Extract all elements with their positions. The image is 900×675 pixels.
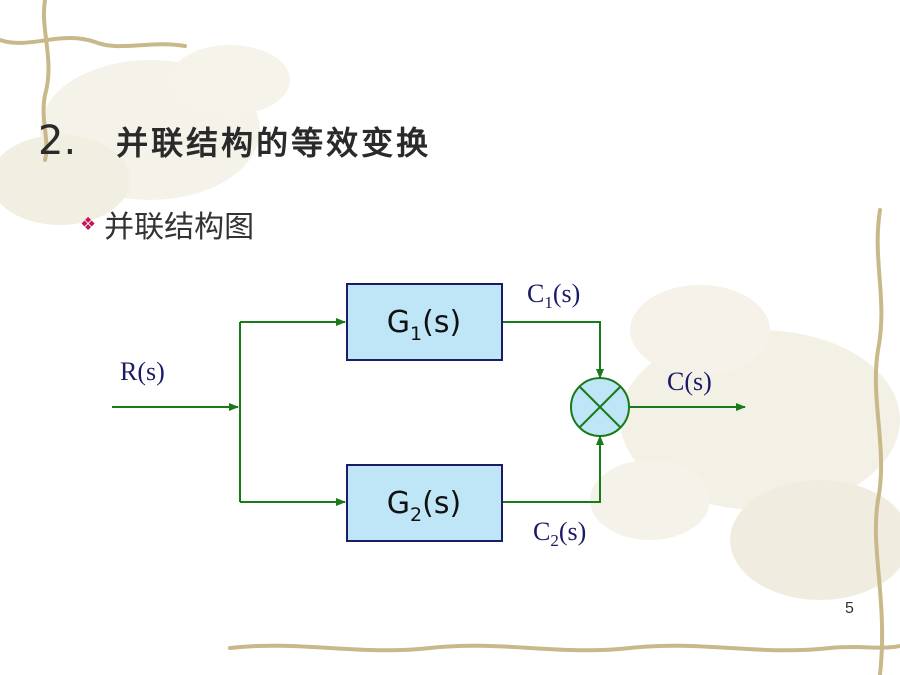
- block-g1-subscript: 1: [410, 323, 422, 345]
- slide-title: 2. 并联结构的等效变换: [38, 118, 431, 178]
- block-g1-name: G: [387, 305, 410, 340]
- c1-line: [502, 321, 604, 379]
- block-g2-name: G: [387, 486, 410, 521]
- block-g1: G1(s): [346, 283, 503, 361]
- c1-label: C1(s): [527, 279, 580, 312]
- c2-name: C: [533, 517, 550, 546]
- output-label: C(s): [667, 367, 712, 396]
- bullet-item: ❖ 并联结构图: [80, 200, 254, 248]
- flower-decoration: [0, 45, 900, 600]
- input-label: R(s): [120, 357, 165, 386]
- c1-name: C: [527, 279, 544, 308]
- c2-label: C2(s): [533, 517, 586, 550]
- diamond-cluster-icon: ❖: [80, 213, 97, 235]
- svg-text:G1(s): G1(s): [387, 305, 461, 345]
- title-text: 并联结构的等效变换: [116, 124, 432, 162]
- block-g1-suffix: (s): [422, 305, 461, 340]
- block-g2-subscript: 2: [410, 504, 422, 526]
- bullet-text: 并联结构图: [104, 210, 255, 245]
- page-number: 5: [845, 600, 854, 617]
- summing-junction-cross-icon: [570, 377, 630, 437]
- block-g2: G2(s): [346, 464, 503, 542]
- c1-suffix: (s): [553, 279, 580, 308]
- c2-line: [502, 435, 604, 503]
- svg-text:G2(s): G2(s): [387, 486, 461, 526]
- block-g2-suffix: (s): [422, 486, 461, 521]
- title-number: 2.: [38, 118, 77, 164]
- c1-subscript: 1: [544, 293, 553, 312]
- c2-suffix: (s): [559, 517, 586, 546]
- c2-subscript: 2: [550, 531, 559, 550]
